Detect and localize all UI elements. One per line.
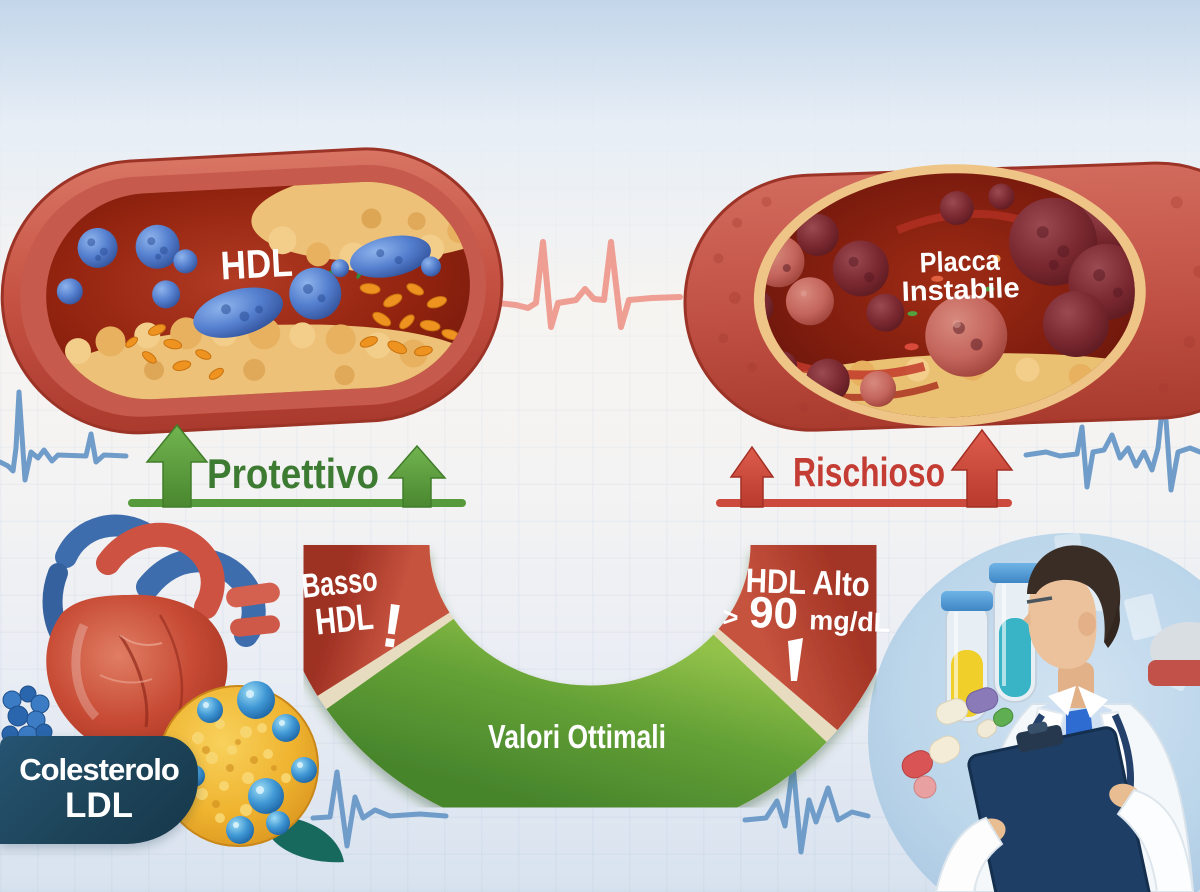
- ecg-line-bottom-left: [310, 769, 449, 849]
- ecg-line-right: [1023, 389, 1200, 493]
- artery-healthy-illustration: HDL: [0, 147, 504, 435]
- gauge-optimal-label: Valori Ottimali: [488, 718, 666, 755]
- plaque-label-line1: Placca: [919, 245, 1000, 279]
- gauge-low-line1: Basso: [300, 560, 380, 606]
- hdl-gauge: Basso HDL ! HDL Alto > 90 mg/dL Valori O…: [273, 542, 907, 842]
- ecg-line-left: [0, 389, 129, 483]
- lipid-grains: [125, 283, 460, 380]
- glasses: [1026, 596, 1053, 604]
- debris: [904, 254, 1001, 351]
- risk-underline: [716, 499, 1012, 507]
- protective-indicator: Protettivo: [128, 423, 466, 508]
- gauge-optimal-segment: [326, 617, 827, 842]
- device-red-bar: [1148, 660, 1200, 686]
- protective-underline: [128, 499, 466, 507]
- gauge-low-line2: HDL: [313, 596, 375, 643]
- ecg-line-pink-center: [495, 239, 683, 330]
- artery-tube: HDL: [0, 147, 504, 435]
- up-arrow-icon: [729, 445, 775, 508]
- doctor-figure: [934, 545, 1195, 892]
- ldl-badge-line2: LDL: [64, 786, 134, 826]
- up-arrow-icon: [145, 423, 209, 508]
- up-arrow-icon: [950, 428, 1014, 508]
- ldl-badge: Colesterolo LDL: [0, 736, 198, 844]
- plaque-label-line2: Instabile: [901, 272, 1020, 307]
- gauge-high-value: > 90 mg/dL: [722, 587, 891, 642]
- gauge-high-segment: [717, 542, 907, 731]
- risk-label: Rischioso: [793, 449, 945, 495]
- ecg-line-bottom-right: [742, 761, 871, 855]
- artery-left-label: HDL: [220, 241, 294, 289]
- risk-indicator: Rischioso: [716, 428, 1014, 508]
- hdl-particles: [56, 224, 442, 338]
- test-tube-cyan: [989, 563, 1041, 703]
- doctor-illustration: [901, 532, 1200, 892]
- gauge-low-segment: [273, 542, 451, 696]
- artery-tube: Placca Instabile: [683, 161, 1200, 432]
- gauge-high-exclamation: [788, 638, 803, 681]
- up-arrow-icon: [387, 444, 447, 508]
- gauge-high-line1: HDL Alto: [745, 562, 870, 604]
- wall-stipple: [713, 196, 1200, 422]
- blue-blobs: [183, 681, 317, 844]
- ldl-particle-illustration: [157, 681, 344, 863]
- doctor-hair: [1027, 545, 1121, 642]
- protective-label: Protettivo: [207, 450, 379, 497]
- ldl-badge-line1: Colesterolo: [19, 752, 180, 788]
- artery-diseased-illustration: Placca Instabile: [683, 161, 1200, 432]
